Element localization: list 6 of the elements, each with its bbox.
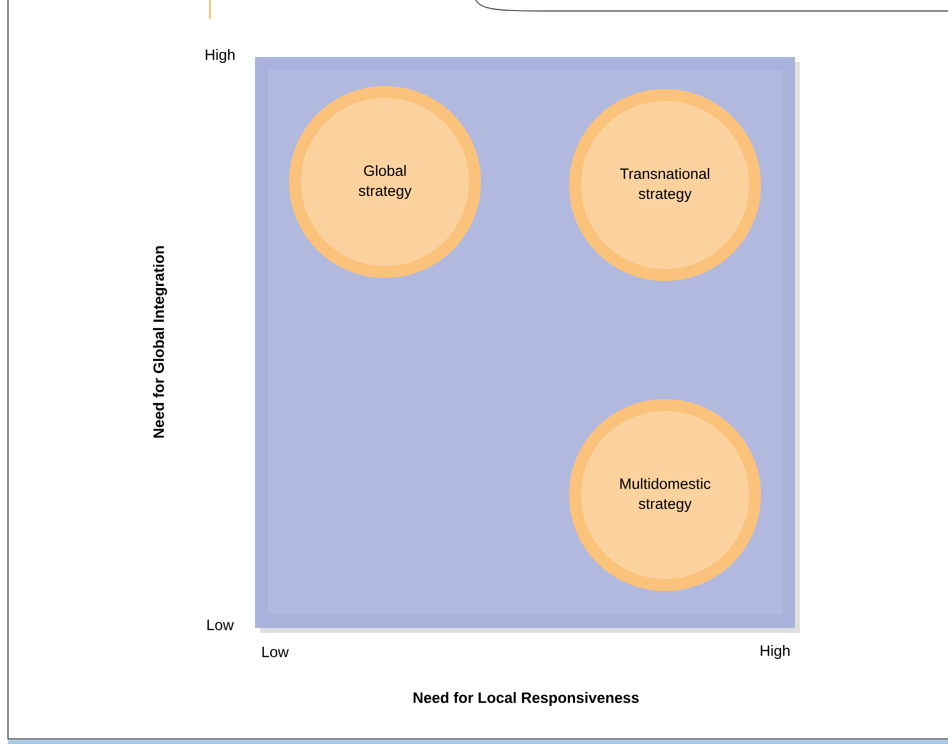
axis-tick-label: High [760,645,790,659]
axis-tick-label: Low [262,646,289,658]
axis-tick-label: Low [207,620,234,630]
axis-tick-label: High [206,49,234,63]
axis-title: Need for Local Responsiveness [414,692,639,706]
axis-title: Need for Global Integration [152,246,168,438]
